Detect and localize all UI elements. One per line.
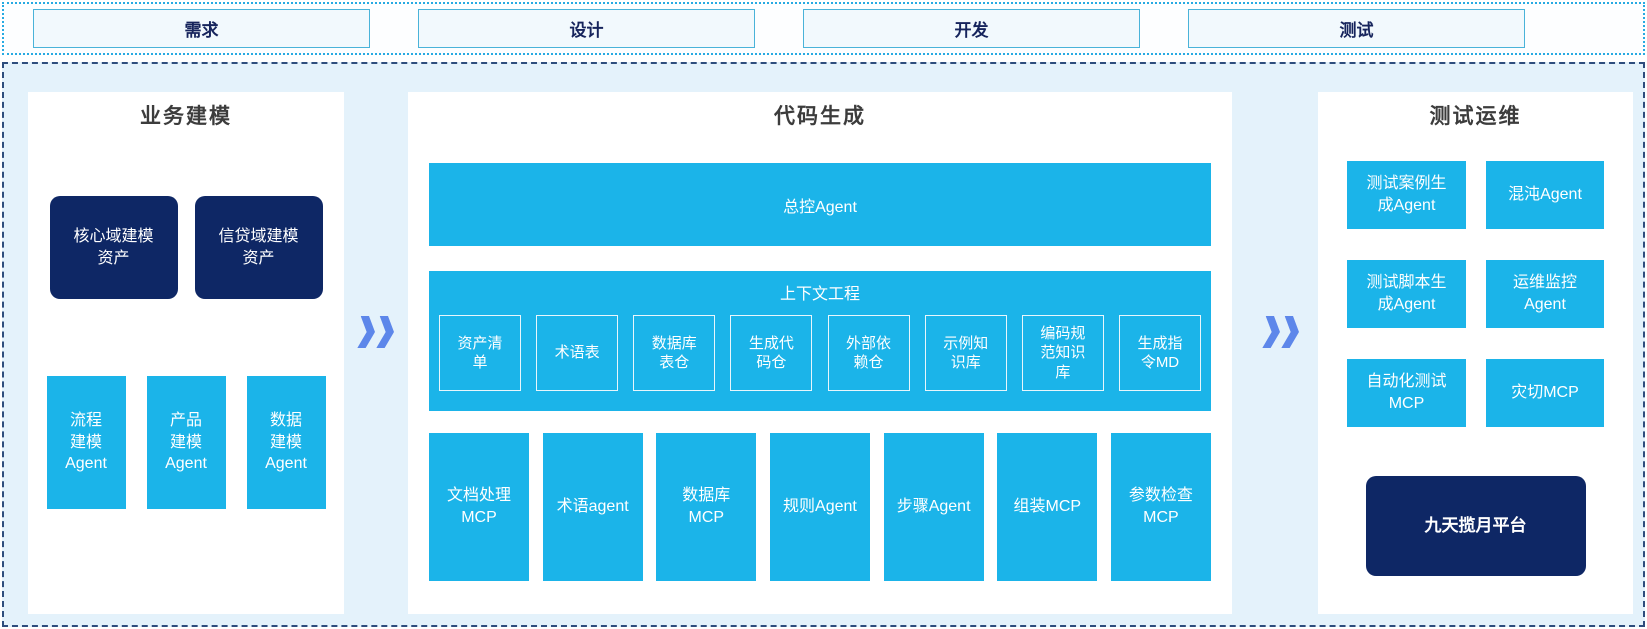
mcp-agent-row: 文档处理 MCP 术语agent 数据库 MCP 规则Agent 步骤Agent… xyxy=(429,433,1211,581)
ops-monitoring-agent-box: 运维监控 Agent xyxy=(1486,260,1604,328)
process-modeling-agent-box: 流程 建模 Agent xyxy=(46,376,126,509)
phase-strip: 需求 设计 开发 测试 xyxy=(2,2,1645,55)
panel-business-modeling: 业务建模 核心域建模 资产 信贷域建模 资产 流程 建模 Agent 产品 建模… xyxy=(28,92,344,614)
step-agent-box: 步骤Agent xyxy=(883,433,984,581)
panel-code-generation: 代码生成 总控Agent 上下文工程 资产清 单 术语表 数据库 表仓 生成代 … xyxy=(408,92,1232,614)
modeling-asset-row: 核心域建模 资产 信贷域建模 资产 xyxy=(49,196,323,299)
context-items-row: 资产清 单 术语表 数据库 表仓 生成代 码仓 外部依 赖仓 示例知 识库 编码… xyxy=(429,315,1211,391)
test-script-generation-agent-box: 测试脚本生 成Agent xyxy=(1347,260,1466,328)
panel-test-ops: 测试运维 测试案例生 成Agent 混沌Agent 测试脚本生 成Agent 运… xyxy=(1318,92,1633,614)
phase-box-testing: 测试 xyxy=(1188,9,1525,48)
test-ops-title: 测试运维 xyxy=(1429,105,1522,128)
flow-arrow-icon xyxy=(356,314,396,350)
master-control-agent-bar: 总控Agent xyxy=(429,163,1211,246)
credit-domain-asset-box: 信贷域建模 资产 xyxy=(194,196,323,299)
code-generation-title: 代码生成 xyxy=(774,105,866,128)
example-knowledge-base-box: 示例知 识库 xyxy=(924,315,1007,391)
phase-box-design: 设计 xyxy=(418,9,755,48)
external-dependency-repo-box: 外部依 赖仓 xyxy=(827,315,910,391)
glossary-box: 术语表 xyxy=(536,315,619,391)
main-container: 业务建模 核心域建模 资产 信贷域建模 资产 流程 建模 Agent 产品 建模… xyxy=(2,62,1645,627)
document-processing-mcp-box: 文档处理 MCP xyxy=(429,433,529,581)
test-case-generation-agent-box: 测试案例生 成Agent xyxy=(1347,161,1466,229)
chaos-agent-box: 混沌Agent xyxy=(1486,161,1604,229)
modeling-agent-row: 流程 建模 Agent 产品 建模 Agent 数据 建模 Agent xyxy=(46,376,326,509)
disaster-switch-mcp-box: 灾切MCP xyxy=(1486,359,1604,427)
parameter-check-mcp-box: 参数检查 MCP xyxy=(1110,433,1211,581)
chevron-right-icon xyxy=(1281,316,1300,348)
data-modeling-agent-box: 数据 建模 Agent xyxy=(246,376,326,509)
phase-box-requirements: 需求 xyxy=(33,9,370,48)
core-domain-asset-box: 核心域建模 资产 xyxy=(49,196,178,299)
coding-standard-kb-box: 编码规 范知识 库 xyxy=(1021,315,1104,391)
context-engineering-block: 上下文工程 资产清 单 术语表 数据库 表仓 生成代 码仓 外部依 赖仓 示例知… xyxy=(429,271,1211,411)
terminology-agent-box: 术语agent xyxy=(542,433,643,581)
automated-testing-mcp-box: 自动化测试 MCP xyxy=(1347,359,1466,427)
asset-list-box: 资产清 单 xyxy=(439,315,521,391)
chevron-right-icon xyxy=(1262,316,1281,348)
chevron-right-icon xyxy=(376,316,395,348)
generated-instruction-md-box: 生成指 令MD xyxy=(1118,315,1201,391)
product-modeling-agent-box: 产品 建模 Agent xyxy=(146,376,226,509)
assembly-mcp-box: 组装MCP xyxy=(997,433,1098,581)
database-mcp-box: 数据库 MCP xyxy=(656,433,757,581)
db-table-repo-box: 数据库 表仓 xyxy=(633,315,716,391)
jiutian-lanyue-platform-box: 九天揽月平台 xyxy=(1365,476,1586,576)
phase-box-development: 开发 xyxy=(803,9,1140,48)
test-ops-grid: 测试案例生 成Agent 混沌Agent 测试脚本生 成Agent 运维监控 A… xyxy=(1347,161,1604,427)
rule-agent-box: 规则Agent xyxy=(769,433,870,581)
flow-arrow-icon xyxy=(1261,314,1301,350)
generated-code-repo-box: 生成代 码仓 xyxy=(730,315,813,391)
context-engineering-title: 上下文工程 xyxy=(779,286,860,303)
business-modeling-title: 业务建模 xyxy=(140,105,232,128)
chevron-right-icon xyxy=(357,316,376,348)
